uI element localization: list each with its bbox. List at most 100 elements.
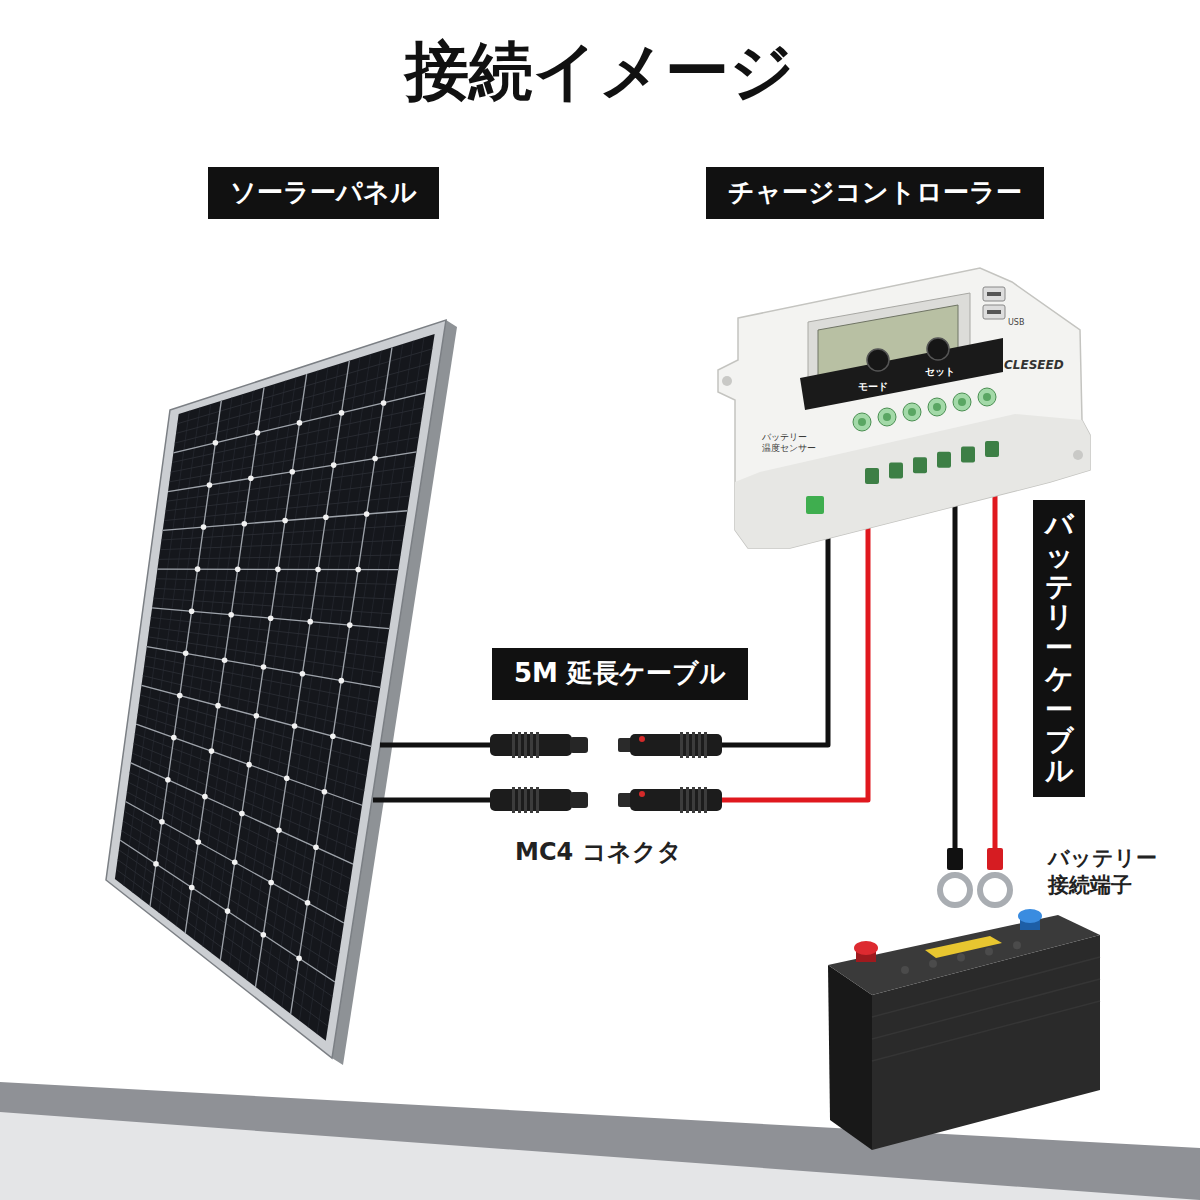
cell-gap [136, 724, 362, 805]
mc4-nut-ridge [680, 787, 683, 813]
mc4-nut-ridge [692, 732, 695, 758]
mc4-marker [639, 791, 645, 797]
ring-sleeve [947, 848, 963, 870]
mounting-hole [722, 376, 732, 386]
terminal-slot [985, 441, 999, 457]
cell-gap [152, 608, 389, 629]
panel-frame [106, 320, 446, 1058]
usb-port [983, 287, 1005, 301]
label-tag: ソーラーパネル [208, 167, 439, 219]
terminal-screw [928, 398, 946, 416]
cell-corner [323, 514, 329, 520]
label-tag: チャージコントローラー [706, 167, 1044, 219]
cell-corner [254, 713, 260, 719]
tag-text: 5M 延長ケーブル [514, 657, 726, 691]
terminal-slot [913, 457, 927, 473]
cell-corner [215, 703, 221, 709]
cell-corner [300, 671, 306, 677]
terminal-slot [889, 463, 903, 479]
cell-corner [201, 524, 207, 530]
cell-gap [120, 840, 335, 982]
ground-band-light [0, 1112, 1200, 1200]
cell-line [255, 361, 349, 987]
cell-corner [322, 789, 328, 795]
label-text: CLESEED [1004, 358, 1064, 372]
cell-corner [171, 735, 177, 741]
sensor-connector [806, 496, 824, 514]
panel-cable [380, 743, 492, 748]
cell-corner [225, 908, 231, 914]
mc4-nut-ridge [680, 732, 683, 758]
cell-corner [297, 420, 303, 426]
battery-rib [872, 1001, 1100, 1061]
cell-corner [268, 615, 274, 621]
cell-corner [165, 777, 171, 783]
mc4-nut-ridge [536, 732, 539, 758]
mc4-nut-ridge [518, 732, 521, 758]
mc4-nut-ridge [518, 787, 521, 813]
cell-gap [163, 511, 408, 531]
cell-corner [202, 794, 208, 800]
cell-corner [296, 956, 302, 962]
cell-corner [313, 844, 319, 850]
mc4-body [630, 734, 722, 756]
set-button [927, 338, 949, 360]
usb-port [983, 305, 1005, 319]
label-text: バッテリー 接続端子 [1048, 845, 1163, 900]
cell-corner [196, 839, 202, 845]
battery-rib [872, 979, 1100, 1039]
cell-gap [185, 387, 264, 933]
battery-cap [929, 960, 937, 968]
cell-gap [141, 685, 371, 746]
cell-corner [195, 566, 201, 572]
terminal-slot [937, 452, 951, 468]
label-tag: 5M 延長ケーブル [492, 648, 748, 700]
cell-corner [159, 819, 165, 825]
tag-text: チャージコントローラー [728, 176, 1022, 210]
pv-negative-wire [722, 532, 828, 745]
terminal-screw [978, 388, 996, 406]
label-text: セット [925, 366, 955, 378]
cell-corner [331, 462, 337, 468]
cell-corner [292, 723, 298, 729]
cell-corner [232, 859, 238, 865]
cell-corner [189, 885, 195, 891]
cell-corner [381, 400, 387, 406]
cell-corner [209, 748, 215, 754]
cell-gap [126, 802, 344, 924]
cell-corner [282, 518, 288, 524]
mc4-nut-ridge [692, 787, 695, 813]
cell-corner [355, 567, 361, 573]
cell-corner [248, 476, 254, 482]
cell-corner [241, 521, 247, 527]
usb-slot [987, 310, 1001, 314]
mc4-nut-ridge [698, 732, 701, 758]
mounting-hole [1073, 450, 1083, 460]
terminal-screw-head [908, 408, 916, 416]
cell-corner [222, 657, 228, 663]
mc4-socket [570, 792, 588, 808]
cell-gap [168, 452, 416, 492]
mc4-nut-ridge [704, 732, 707, 758]
battery-negative-wire [953, 470, 958, 850]
tag-text: ソーラーパネル [230, 176, 417, 210]
cell-corner [207, 482, 213, 488]
cell-gap [291, 347, 392, 1013]
mc4-pin [618, 738, 632, 752]
label-text: MC4 コネクタ [515, 838, 682, 867]
cell-corner [183, 651, 189, 657]
terminal-screw-head [883, 413, 891, 421]
mc4-nut-ridge [530, 787, 533, 813]
terminal-screw-head [933, 403, 941, 411]
cell-corner [276, 828, 282, 834]
cell-corner [284, 775, 290, 781]
cell-line [173, 393, 425, 453]
cell-corner [339, 678, 345, 684]
ring-terminal [980, 875, 1010, 905]
cell-line [120, 840, 335, 982]
cell-corner [268, 880, 274, 886]
battery-cap [901, 966, 909, 974]
cell-corner [339, 410, 345, 416]
cell-gap [150, 401, 221, 906]
